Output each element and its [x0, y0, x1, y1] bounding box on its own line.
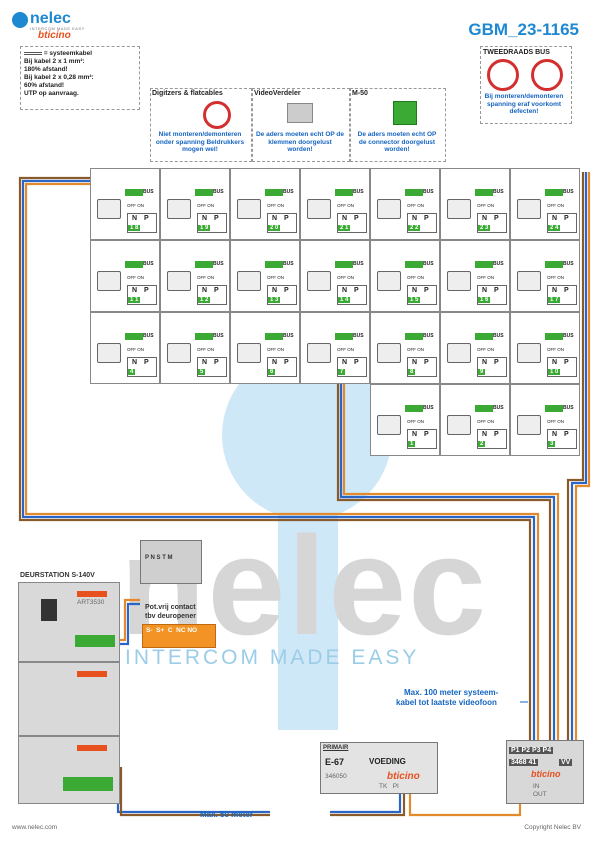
power-supply: PRIMAIR E-67 VOEDING 346050 bticino TK P…	[320, 742, 438, 794]
terminal-strip	[63, 777, 113, 791]
cable-note-line: UTP op aanvraag.	[24, 90, 79, 97]
max100-line2: kabel tot laatste videofoon	[396, 698, 497, 707]
prohibited-icon	[203, 101, 231, 129]
cable-icon	[24, 51, 42, 55]
watermark-stem	[278, 430, 338, 730]
tweedraads-text: Bij monteren/demonteren spanning eraf vo…	[484, 93, 564, 115]
terminal-strip	[75, 635, 115, 647]
cable-note-line: 180% afstand!	[24, 66, 68, 73]
contact-terminal-block: S- S+ C NC NO	[142, 624, 216, 648]
cable-note-line: Bij kabel 2 x 0,28 mm²:	[24, 74, 94, 81]
door-module-2	[18, 662, 120, 736]
watermark-tagline: INTERCOM MADE EASY	[125, 646, 420, 669]
terminal-icon	[287, 103, 313, 123]
bticino-badge	[77, 745, 107, 751]
cable-note: = systeemkabel Bij kabel 2 x 1 mm²: 180%…	[20, 46, 140, 110]
cable-note-line: 60% afstand!	[24, 82, 65, 89]
tweedraads-bus-box: TWEEDRAADS BUS Bij monteren/demonteren s…	[480, 46, 572, 124]
brand-tagline: INTERCOM MADE EASY	[30, 26, 85, 31]
warning-videoverdeler: VideoVerdeler De aders moeten echt OP de…	[252, 88, 350, 162]
warning-digitizers: Digitzers & flatcables Niet monteren/dem…	[150, 88, 252, 162]
door-module-3	[18, 736, 120, 804]
cable-note-line: Bij kabel 2 x 1 mm²:	[24, 58, 85, 65]
warning-m50: M-50 De aders moeten echt OP de connecto…	[350, 88, 446, 162]
door-module-1: ART3530	[18, 582, 120, 662]
keypad-connector: P N S T M	[140, 540, 202, 584]
footer-copyright: Copyright Nelec BV	[524, 824, 581, 831]
max50-label: Max. 50 meter	[200, 810, 253, 819]
bticino-badge	[77, 671, 107, 677]
tweedraads-title: TWEEDRAADS BUS	[483, 49, 550, 56]
contact-label-1: Pot.vrij contact	[145, 604, 196, 611]
document-title: GBM_23-1165	[468, 20, 579, 39]
connector-icon	[393, 101, 417, 125]
contact-label-2: tbv deuropener	[145, 613, 196, 620]
bticino-logo: bticino	[38, 30, 71, 41]
brand-name: nelec	[30, 10, 71, 27]
bticino-badge	[77, 591, 107, 597]
max100-line1: Max. 100 meter systeem-	[404, 688, 499, 697]
cable-legend: = systeemkabel	[24, 50, 136, 58]
no-tool-icon	[531, 59, 563, 91]
no-plug-icon	[487, 59, 519, 91]
nelec-logo-icon	[12, 12, 28, 28]
keypad	[41, 599, 57, 621]
footer-url: www.nelec.com	[12, 824, 58, 831]
deurstation-title: DEURSTATION S-140V	[20, 572, 95, 579]
video-distributor: P1 P2 P3 P4 3468 41 VV bticino IN OUT	[506, 740, 584, 804]
